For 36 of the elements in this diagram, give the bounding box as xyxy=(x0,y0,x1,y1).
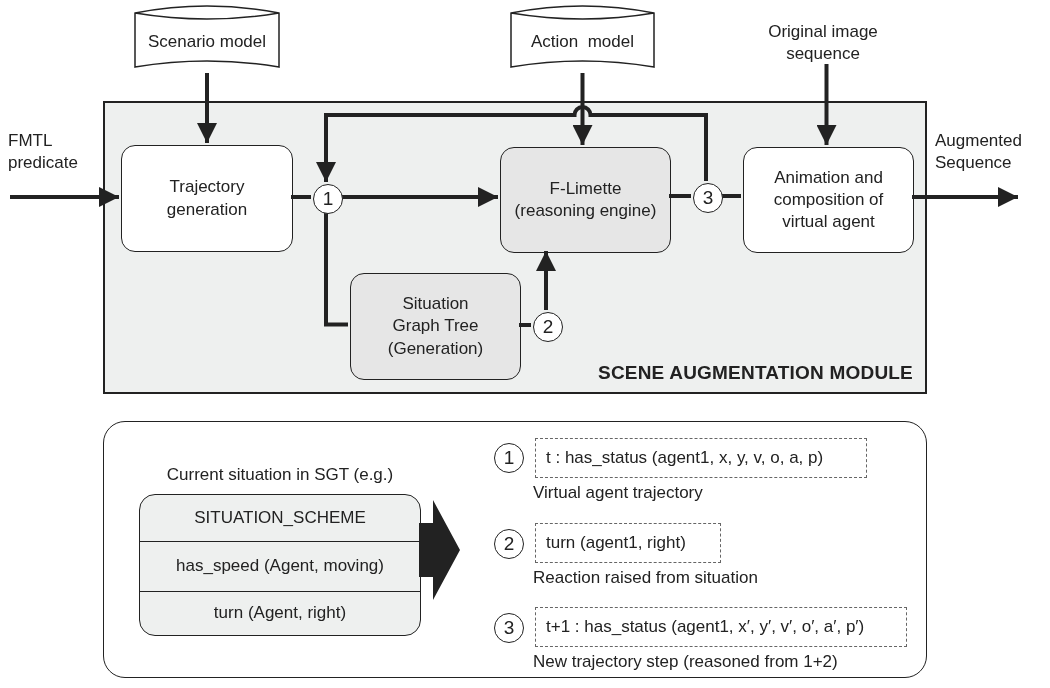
edge-label: FMTL predicate xyxy=(8,130,78,175)
step-number-circle: 1 xyxy=(313,184,343,214)
table-row: turn (Agent, right) xyxy=(140,590,420,635)
formula-caption: Reaction raised from situation xyxy=(533,567,758,589)
step-number-circle: 3 xyxy=(494,613,524,643)
process-box: Situation Graph Tree (Generation) xyxy=(350,273,521,380)
input-label: Original image sequence xyxy=(748,22,898,64)
arrow xyxy=(10,187,119,207)
arrow xyxy=(912,187,1018,207)
arrow xyxy=(197,73,217,143)
table-heading: Current situation in SGT (e.g.) xyxy=(166,464,394,486)
database-label: Action model xyxy=(531,30,634,53)
step-number-circle: 2 xyxy=(533,312,563,342)
edge-label: Augmented Sequence xyxy=(935,130,1023,175)
process-box: Animation and composition of virtual agent xyxy=(743,147,914,253)
module-frame xyxy=(103,101,927,394)
arrow xyxy=(316,105,708,182)
formula-caption: Virtual agent trajectory xyxy=(533,482,703,504)
formula-caption: New trajectory step (reasoned from 1+2) xyxy=(533,651,838,673)
database-label: Scenario model xyxy=(147,30,267,53)
step-number-circle: 3 xyxy=(693,183,723,213)
step-number-circle: 2 xyxy=(494,529,524,559)
process-box: F-Limette (reasoning engine) xyxy=(500,147,671,253)
arrow xyxy=(536,251,556,310)
example-panel xyxy=(103,421,927,678)
block-arrow xyxy=(419,500,460,600)
table-row-text: SITUATION_SCHEME xyxy=(193,507,367,530)
arrow xyxy=(816,64,837,145)
process-box: Trajectory generation xyxy=(121,145,293,252)
formula-box: turn (agent1, right) xyxy=(535,523,721,563)
arrow xyxy=(341,187,498,207)
module-title: SCENE AUGMENTATION MODULE xyxy=(598,361,913,386)
arrow xyxy=(572,73,593,145)
formula-box: t+1 : has_status (agent1, x′, y′, v′, o′, a′, p′) xyxy=(535,607,907,647)
formula-box: t : has_status (agent1, x, y, v, o, a, p) xyxy=(535,438,867,478)
step-number-circle: 1 xyxy=(494,443,524,473)
